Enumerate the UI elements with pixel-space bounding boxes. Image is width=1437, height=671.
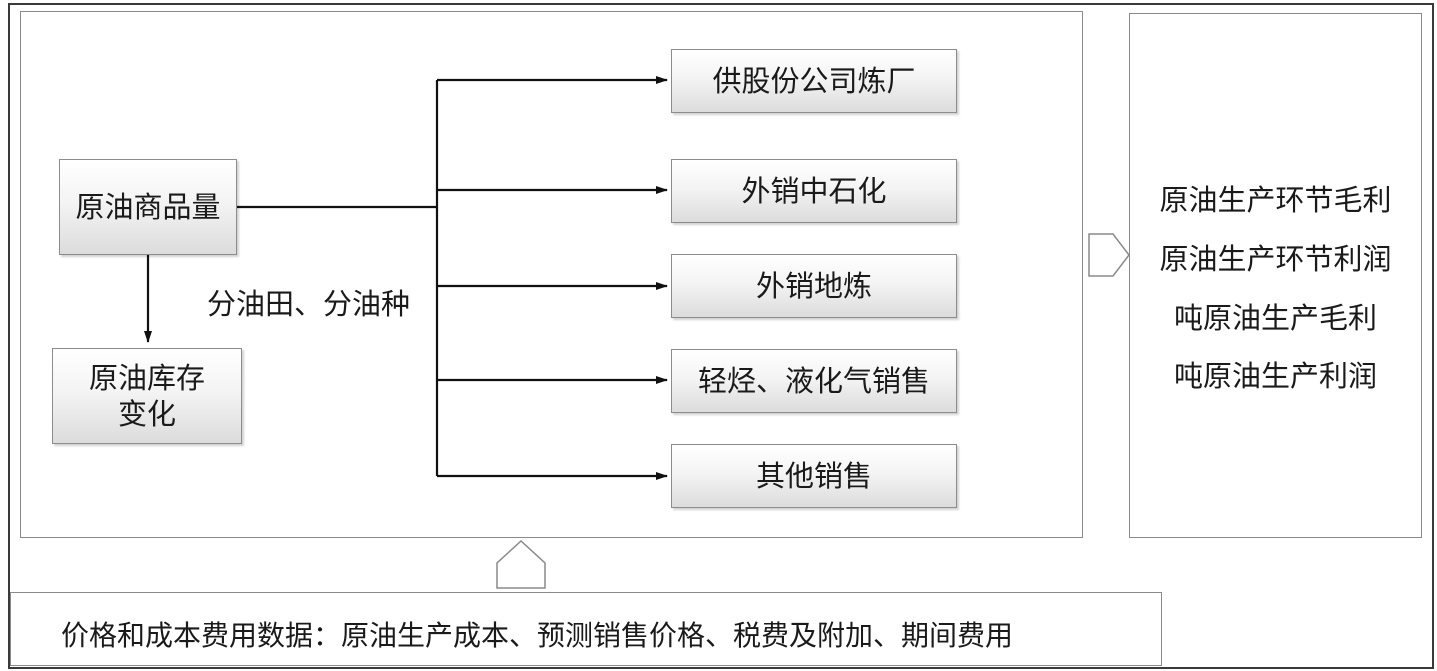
result-panel (1129, 13, 1422, 538)
destination-node-light-hydrocarbon: 轻烃、液化气销售 (671, 349, 957, 413)
crude-inventory-change-node: 原油库存 变化 (52, 348, 242, 444)
destination-node-sinopec: 外销中石化 (671, 159, 957, 223)
bottom-data-text: 价格和成本费用数据：原油生产成本、预测销售价格、税费及附加、期间费用 (61, 619, 1014, 652)
result-profit: 原油生产环节利润 (1159, 242, 1392, 276)
destination-node-other-sales: 其他销售 (671, 444, 957, 508)
destination-node-refinery: 供股份公司炼厂 (671, 49, 957, 113)
split-label: 分油田、分油种 (207, 287, 411, 321)
input-data-panel (10, 592, 1162, 666)
result-gross-profit: 原油生产环节毛利 (1159, 183, 1392, 217)
result-profit-per-ton: 吨原油生产利润 (1173, 359, 1377, 393)
crude-commodity-node: 原油商品量 (59, 159, 237, 255)
destination-node-local-refinery: 外销地炼 (671, 254, 957, 318)
result-gross-profit-per-ton: 吨原油生产毛利 (1173, 301, 1377, 335)
